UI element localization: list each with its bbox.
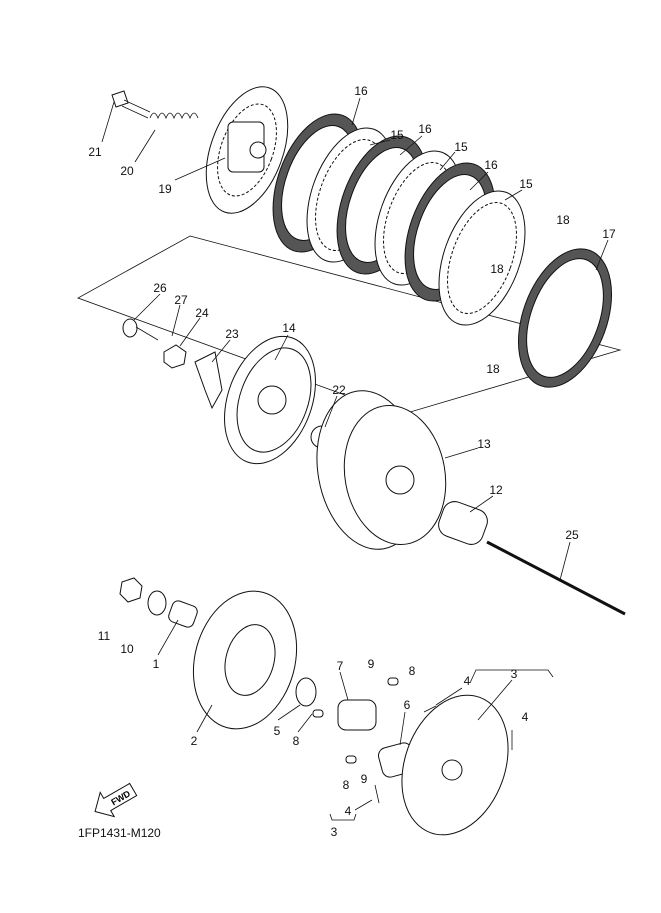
callout-1: 1 (153, 657, 160, 671)
part-plate-23 (194, 351, 223, 410)
callout-18: 18 (556, 213, 570, 227)
part-clutch-shoe-3 (401, 694, 509, 836)
callout-3: 3 (331, 825, 338, 839)
part-pin-8 (387, 677, 399, 686)
part-pressure-plate-19 (205, 86, 289, 214)
friction-plates-stack (272, 113, 526, 326)
callout-4: 4 (522, 710, 529, 724)
part-nut-24 (163, 344, 187, 369)
callout-19: 19 (158, 182, 172, 196)
callout-12: 12 (489, 483, 503, 497)
callout-13: 13 (477, 437, 491, 451)
callout-6: 6 (404, 698, 411, 712)
diagram-code: 1FP1431-M120 (78, 826, 161, 840)
part-pin-8 (345, 755, 357, 764)
part-rod-26 (122, 318, 159, 341)
callout-27: 27 (174, 293, 188, 307)
callout-26: 26 (153, 281, 167, 295)
callout-17: 17 (602, 227, 616, 241)
part-bushing-12 (438, 501, 488, 545)
part-push-rod-25 (486, 540, 626, 616)
callout-15: 15 (390, 128, 404, 142)
callout-8: 8 (409, 664, 416, 678)
callout-4: 4 (345, 804, 352, 818)
callout-18: 18 (486, 362, 500, 376)
callout-8: 8 (293, 734, 300, 748)
callout-15: 15 (519, 177, 533, 191)
callout-21: 21 (88, 145, 102, 159)
fwd-arrow-icon: FWD (94, 782, 138, 818)
callout-11: 11 (98, 629, 111, 643)
callout-14: 14 (282, 321, 296, 335)
callout-18: 18 (490, 262, 504, 276)
part-spring-4 (423, 705, 437, 713)
callout-10: 10 (120, 642, 134, 656)
part-plate-17 (517, 248, 613, 388)
callout-25: 25 (565, 528, 579, 542)
part-clutch-housing-13 (316, 390, 447, 550)
part-pin-8 (312, 709, 324, 718)
part-drum-2 (192, 590, 298, 730)
part-washer-10 (147, 590, 167, 616)
callout-15: 15 (454, 140, 468, 154)
callout-9: 9 (368, 657, 375, 671)
part-clutch-hub-14 (224, 335, 316, 465)
part-bolt-21 (111, 90, 151, 119)
callout-9: 9 (361, 772, 368, 786)
callout-20: 20 (120, 164, 134, 178)
callout-16: 16 (354, 84, 368, 98)
callout-5: 5 (274, 724, 281, 738)
part-spring-4 (374, 784, 380, 804)
callout-4: 4 (464, 674, 471, 688)
part-one-way-clutch-7 (337, 699, 377, 731)
callout-2: 2 (191, 734, 198, 748)
leader-lines (101, 97, 609, 821)
callout-16: 16 (418, 122, 432, 136)
callout-3: 3 (511, 667, 518, 681)
part-spring-20 (149, 112, 199, 120)
part-washer-5 (295, 677, 317, 707)
part-nut-11 (119, 577, 143, 603)
callout-23: 23 (225, 327, 239, 341)
callout-7: 7 (337, 659, 344, 673)
callout-22: 22 (332, 383, 346, 397)
callout-16: 16 (484, 158, 498, 172)
callout-24: 24 (195, 306, 209, 320)
part-collar-1 (168, 600, 198, 628)
callout-8: 8 (343, 778, 350, 792)
